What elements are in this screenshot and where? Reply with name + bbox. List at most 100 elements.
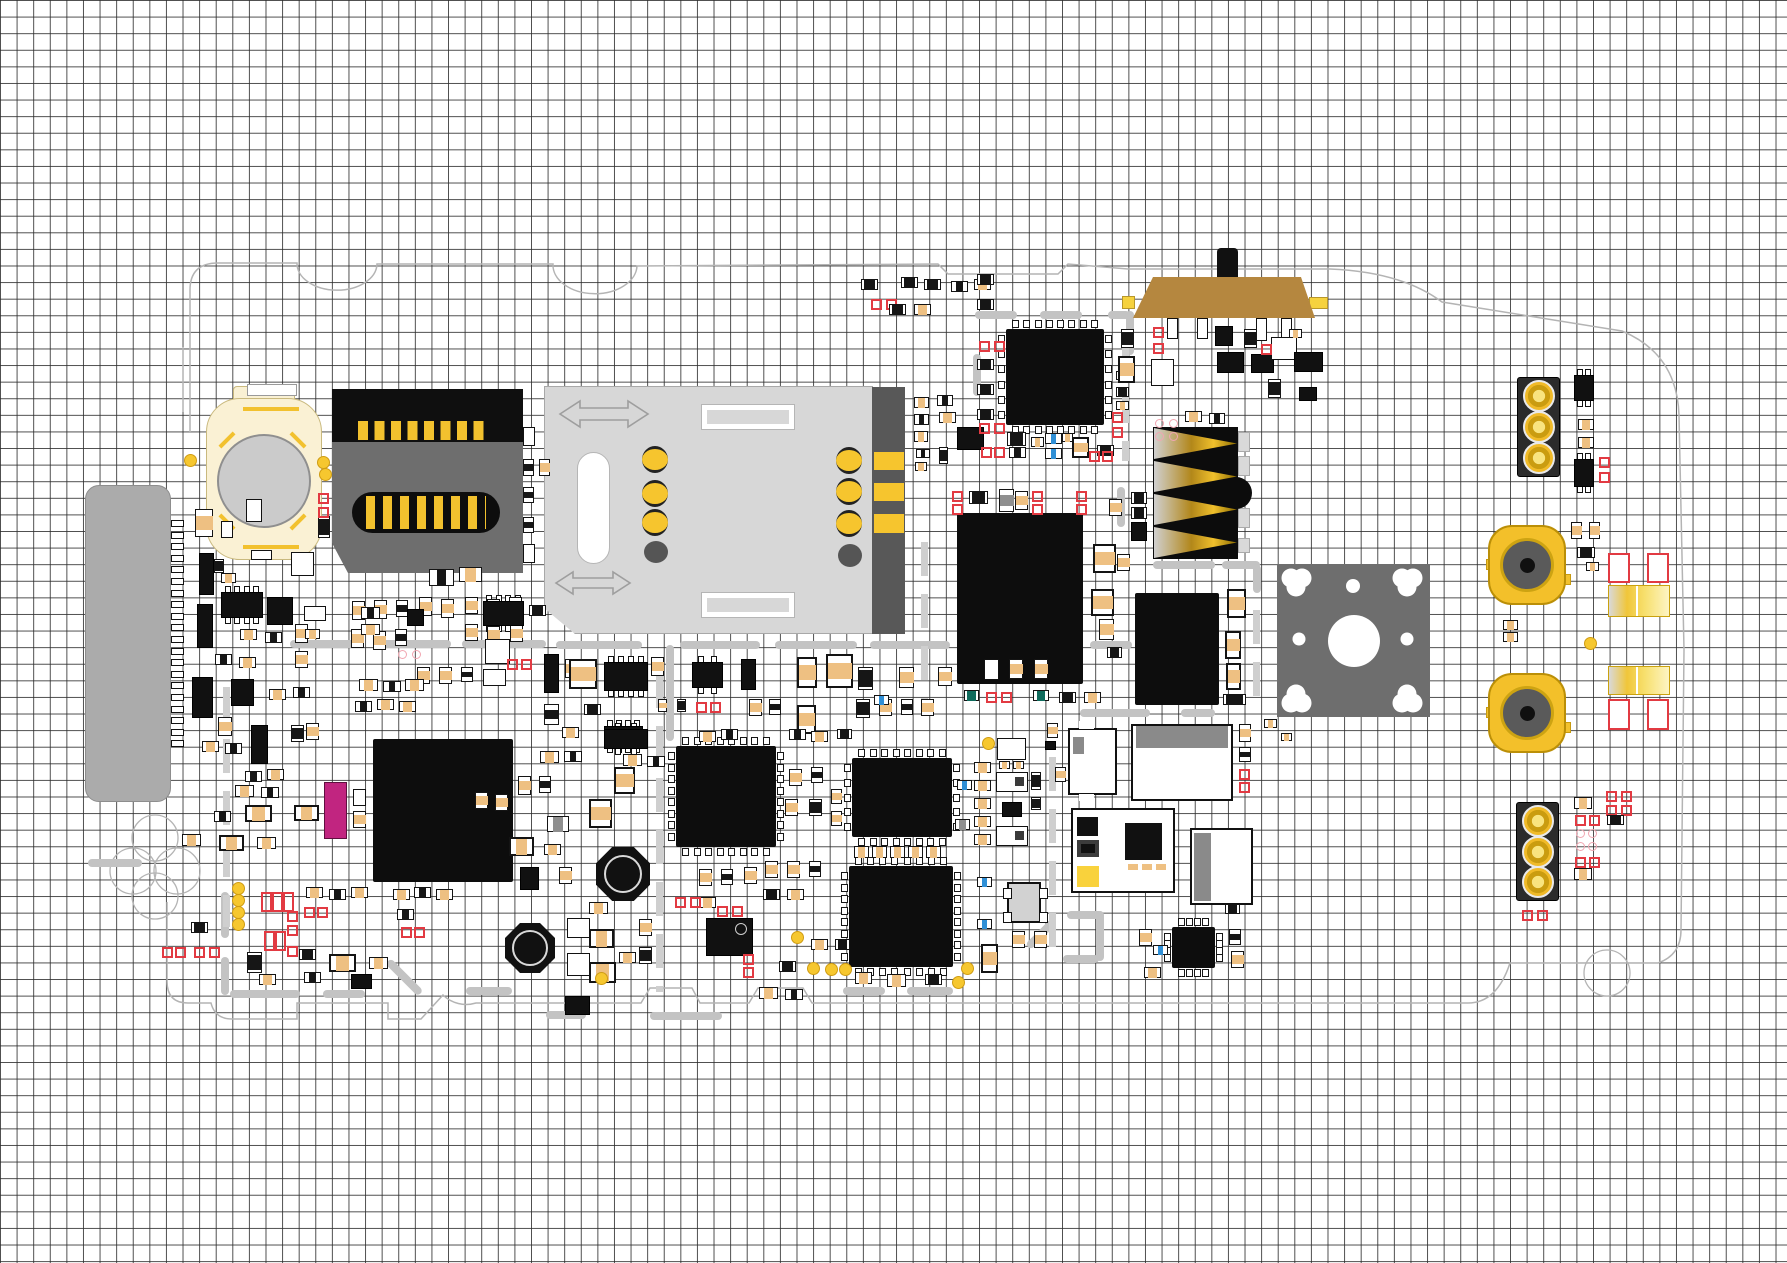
part-body — [395, 634, 407, 641]
switch-tab — [1122, 296, 1135, 309]
part-body — [658, 703, 667, 708]
part-body — [1037, 690, 1045, 701]
smd-component-white — [251, 550, 272, 560]
smd-capacitor — [269, 689, 286, 700]
part-body — [1051, 433, 1056, 444]
ic-pad — [953, 764, 960, 772]
test-point — [1076, 504, 1087, 515]
antenna-tab — [1238, 432, 1250, 452]
smd-resistor — [214, 811, 231, 822]
smd-capacitor-large — [589, 799, 612, 828]
ic-pad — [904, 749, 912, 757]
via-marker — [1576, 842, 1585, 851]
ic-pad — [682, 848, 689, 856]
part-body — [1268, 382, 1281, 395]
smd-capacitor — [974, 816, 991, 827]
ic-leg — [698, 687, 705, 694]
ic-pad — [1164, 954, 1171, 962]
smd-component-black — [1002, 802, 1022, 817]
test-point — [1153, 343, 1164, 354]
smd-resistor — [1229, 929, 1241, 945]
test-point — [1621, 791, 1632, 802]
part-body — [195, 516, 213, 530]
module-die — [1015, 777, 1024, 786]
part-body — [1012, 935, 1025, 944]
test-point-tall — [264, 931, 275, 951]
smd-resistor-dark — [1007, 432, 1026, 446]
sot-transistor — [1574, 375, 1594, 401]
copper-trace — [775, 641, 857, 649]
smd-capacitor — [699, 869, 712, 886]
ic-pad — [841, 883, 848, 892]
ic-pad — [1105, 350, 1112, 359]
part-body — [516, 838, 527, 855]
part-body — [1226, 694, 1243, 705]
copper-trace — [1153, 561, 1215, 569]
smd-capacitor — [259, 974, 276, 985]
module-feature — [1079, 721, 1094, 729]
ic-pad — [705, 848, 713, 856]
smd-capacitor — [195, 509, 213, 537]
smd-capacitor — [699, 731, 716, 742]
smd-resistor-blue — [977, 877, 992, 887]
part-body — [1580, 547, 1592, 558]
ic-pad — [739, 737, 747, 745]
test-point — [732, 906, 743, 917]
smd-capacitor — [1578, 419, 1594, 430]
part-body — [1092, 596, 1113, 609]
smd-module — [996, 826, 1028, 846]
part-body — [1002, 761, 1007, 769]
sim-contact — [642, 480, 668, 507]
smd-capacitor — [999, 761, 1010, 769]
smd-capacitor — [854, 846, 869, 858]
ic-pad — [668, 786, 675, 795]
copper-trace — [680, 641, 760, 649]
part-body — [1118, 387, 1127, 397]
smd-capacitor — [811, 939, 828, 950]
part-body — [553, 816, 563, 832]
solder-dot — [952, 976, 965, 989]
smd-resistor — [329, 889, 346, 900]
smd-capacitor — [562, 727, 579, 738]
smd-component-black — [520, 867, 539, 890]
part-body — [1121, 332, 1134, 345]
part-body — [838, 939, 847, 950]
sim-contact — [836, 478, 862, 505]
copper-trace — [1181, 709, 1215, 717]
test-point — [1575, 857, 1586, 868]
part-body — [809, 866, 821, 872]
smd-capacitor-large — [569, 659, 597, 689]
smd-capacitor-large — [1072, 437, 1089, 458]
part-body — [879, 695, 884, 705]
part-body — [921, 703, 934, 712]
smd-resistor-dark — [861, 279, 878, 290]
ic-pad — [892, 749, 900, 757]
copper-trace — [666, 645, 674, 741]
part-body — [639, 950, 652, 961]
part-body — [791, 989, 797, 1000]
smd-capacitor — [789, 769, 802, 786]
solder-dot — [791, 931, 804, 944]
part-body — [544, 710, 559, 719]
smd-resistor — [721, 729, 738, 740]
connector-pin — [171, 624, 184, 632]
test-point-tall — [275, 931, 286, 951]
ic-pad — [682, 737, 689, 745]
ic-pad — [841, 929, 848, 938]
smd-resistor-dark — [1244, 329, 1257, 348]
ic-pad — [867, 857, 875, 865]
part-body — [653, 756, 659, 767]
smd-capacitor-large — [245, 805, 272, 822]
smd-capacitor — [1231, 951, 1244, 968]
part-body — [677, 701, 686, 710]
smd-capacitor — [306, 887, 323, 898]
part-body — [856, 702, 870, 715]
smd-capacitor — [1099, 619, 1114, 640]
header-pin-contact — [1522, 442, 1555, 474]
switch-tab — [1309, 297, 1328, 309]
module-feature — [1125, 823, 1162, 860]
ic-pad — [879, 857, 887, 865]
coax-center-pin — [1520, 706, 1535, 721]
smd-capacitor — [393, 889, 410, 900]
